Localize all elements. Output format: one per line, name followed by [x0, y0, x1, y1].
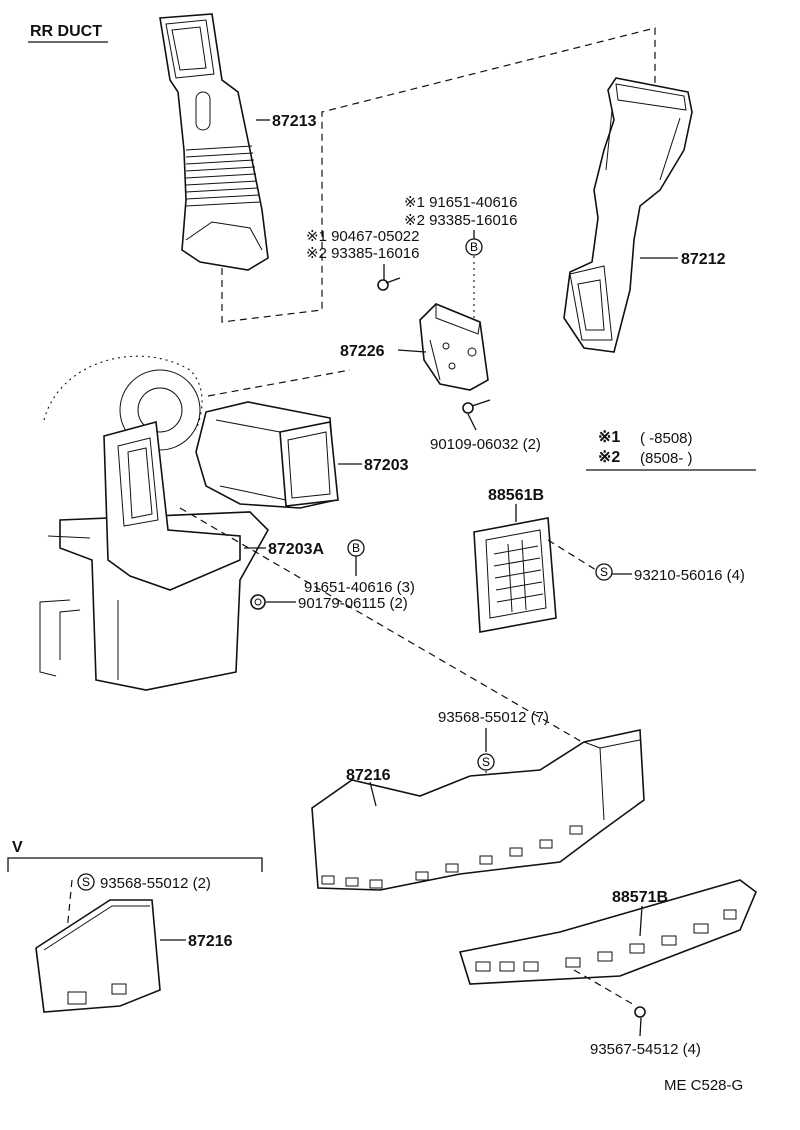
duct-87212 — [563, 77, 693, 353]
duct-87216-inset — [35, 899, 186, 1013]
part-label-87213: 87213 — [272, 113, 317, 130]
part-label-87203: 87203 — [364, 457, 409, 474]
inset-bracket — [7, 857, 263, 872]
part-label-87216-inset: 87216 — [188, 933, 233, 950]
fastener-label-f8: 93568-55012 (2) — [100, 875, 211, 892]
screw-marker-s-93568-upper: S — [477, 753, 495, 771]
fastener-label-f4: 91651-40616 (3) — [304, 579, 415, 596]
fastener-label-f3: 90109-06032 (2) — [430, 436, 541, 453]
svg-text:B: B — [352, 541, 360, 555]
part-label-87212: 87212 — [681, 251, 726, 268]
bolt-90109 — [462, 399, 491, 431]
svg-text:B: B — [470, 240, 478, 254]
leader-dashed-87216 — [179, 507, 583, 743]
duct-87213 — [159, 13, 270, 271]
fastener-label-f1a: ※1 91651-40616 — [404, 194, 518, 211]
svg-text:S: S — [600, 565, 608, 579]
bracket-87226 — [397, 303, 489, 391]
fastener-label-f2a: ※1 90467-05022 — [306, 228, 420, 245]
part-label-87216: 87216 — [346, 767, 391, 784]
part-label-87226: 87226 — [340, 343, 385, 360]
clip-marker-b-lower: B — [347, 539, 365, 557]
part-label-87203A: 87203A — [268, 541, 324, 558]
part-label-88561B: 88561B — [488, 487, 544, 504]
diagram-title: RR DUCT — [30, 23, 102, 40]
part-label-88571B: 88571B — [612, 889, 668, 906]
fastener-label-f2b: ※2 93385-16016 — [306, 245, 420, 262]
inset-label: V — [12, 839, 23, 856]
fastener-label-f9: 93567-54512 (4) — [590, 1041, 701, 1058]
leader-dashed-87203 — [207, 369, 351, 397]
leader-dashed-inset — [63, 879, 73, 963]
note-range-1: ( -8508) — [640, 430, 693, 447]
note-range-2: (8508- ) — [640, 450, 693, 467]
strip-88571B — [458, 879, 757, 985]
screw-marker-s-93568-inset: S — [77, 873, 95, 891]
fastener-label-f5: 90179-06115 (2) — [298, 595, 408, 612]
footer-code: ME C528-G — [664, 1077, 743, 1094]
screw-upper — [377, 264, 401, 291]
screw-marker-s-93210: S — [595, 563, 613, 581]
duct-87216 — [311, 729, 645, 891]
svg-text:S: S — [482, 755, 490, 769]
note-mark-2: ※2 — [598, 449, 620, 466]
duct-87203 — [195, 401, 362, 509]
note-mark-1: ※1 — [598, 429, 620, 446]
clip-marker-b-upper: B — [465, 238, 483, 256]
fastener-label-f7: 93568-55012 (7) — [438, 709, 549, 726]
fastener-label-f6: 93210-56016 (4) — [634, 567, 745, 584]
svg-text:S: S — [82, 875, 90, 889]
leader-dashed-93210 — [547, 539, 597, 571]
fastener-label-f1b: ※2 93385-16016 — [404, 212, 518, 229]
screw-93567 — [634, 1006, 646, 1037]
leader-dashed-87213 — [221, 27, 656, 323]
grille-88561B — [473, 504, 557, 633]
nut-90179 — [250, 594, 296, 610]
